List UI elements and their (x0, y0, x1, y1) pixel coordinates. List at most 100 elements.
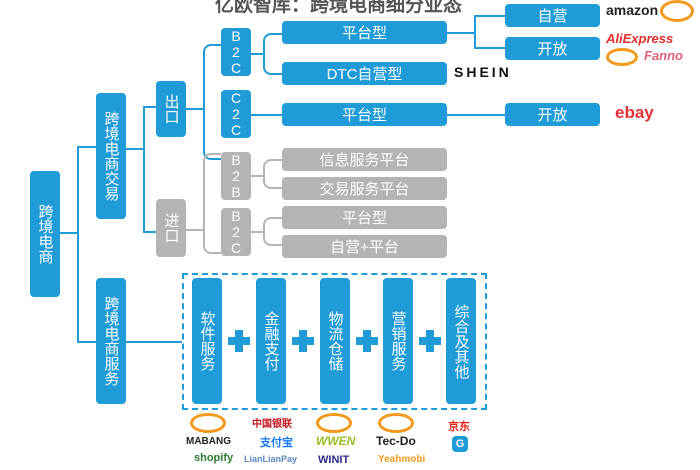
service-software: 软件服务 (192, 278, 222, 404)
leaf-import-b2c-platform: 平台型 (282, 206, 447, 229)
c2c-export-node: C2C (221, 90, 251, 138)
export-label: 出口 (162, 94, 180, 124)
alipay-logo: 支付宝 (260, 437, 293, 449)
service-label: 金融支付 (262, 311, 280, 371)
jd-logo: 京东 (448, 421, 470, 433)
leaf-label: 信息服务平台 (319, 152, 410, 169)
plus-icon (419, 330, 441, 352)
leaf-export-c2c-platform: 平台型 (282, 103, 447, 126)
brand-ring-icon (378, 413, 414, 433)
page-title: 亿欧智库：跨境电商细分业态 (215, 0, 463, 16)
sub-leaf-open-1: 开放 (505, 37, 600, 60)
export-node: 出口 (156, 81, 186, 137)
import-node: 进口 (156, 199, 186, 257)
connector (186, 229, 204, 231)
bracket (263, 217, 283, 246)
b2c-export-node: B2C (221, 28, 251, 76)
connector (447, 32, 475, 34)
connector (474, 15, 505, 17)
plus-icon (356, 330, 378, 352)
shopify-logo: shopify (194, 452, 234, 464)
service-label: 营销服务 (389, 311, 407, 371)
shein-logo: SHEIN (454, 64, 512, 80)
bracket (203, 153, 221, 254)
b2c-label: B2C (228, 28, 244, 76)
b2c-import-label: B2C (228, 208, 244, 256)
amazon-logo: amazon (606, 2, 659, 18)
brand-ring-icon (316, 413, 352, 433)
leaf-label: 交易服务平台 (319, 181, 410, 198)
service-label: 物流仓储 (326, 311, 344, 371)
b2b-export-node: B2B (221, 152, 251, 200)
g-icon: G (452, 436, 468, 452)
fanno-logo: Fanno (644, 48, 683, 63)
connector (474, 47, 505, 49)
mabang-logo: MABANG (186, 436, 231, 447)
connector (126, 341, 182, 343)
leaf-export-b2c-dtc: DTC自营型 (282, 62, 447, 85)
trade-label: 跨境电商交易 (102, 111, 120, 201)
leaf-export-b2c-platform: 平台型 (282, 21, 447, 44)
leaf-label: 自营+平台 (330, 239, 399, 256)
connector (186, 108, 204, 110)
connector (60, 232, 78, 234)
leaf-label: 平台型 (341, 25, 387, 42)
leaf-export-b2b-info: 信息服务平台 (282, 148, 447, 171)
service-label: 软件服务 (198, 311, 216, 371)
root-label: 跨境电商 (36, 204, 54, 264)
ebay-logo: ebay (615, 103, 654, 122)
service-other: 综合及其他 (446, 278, 476, 404)
connector (77, 341, 97, 343)
bracket (263, 33, 283, 75)
yeahmobi-logo: Yeahmobi (378, 454, 426, 465)
connector (251, 53, 264, 55)
sub-leaf-label: 开放 (537, 107, 568, 124)
trade-node: 跨境电商交易 (96, 93, 126, 219)
leaf-label: 平台型 (341, 210, 387, 227)
connector (143, 106, 157, 108)
tecdo-logo: Tec-Do (376, 434, 416, 448)
connector (251, 231, 264, 233)
service-logistics: 物流仓储 (320, 278, 350, 404)
service-marketing: 营销服务 (383, 278, 413, 404)
leaf-import-b2c-self: 自营+平台 (282, 235, 447, 258)
connector (126, 148, 144, 150)
service-node: 跨境电商服务 (96, 278, 126, 404)
connector (143, 231, 157, 233)
wwen-logo: WWEN (316, 434, 356, 448)
plus-icon (228, 330, 250, 352)
b2b-label: B2B (228, 152, 244, 200)
connector (143, 106, 145, 232)
sub-leaf-open-2: 开放 (505, 103, 600, 126)
brand-ring-icon (606, 48, 638, 66)
sub-leaf-label: 开放 (537, 41, 568, 58)
lianlian-logo: LianLianPay (244, 454, 298, 464)
winit-logo: WINIT (318, 454, 350, 466)
root-node: 跨境电商 (30, 171, 60, 297)
connector (77, 146, 79, 342)
connector (251, 114, 283, 116)
plus-icon (292, 330, 314, 352)
service-label: 综合及其他 (452, 303, 470, 379)
unionpay-logo: 中国银联 (252, 419, 292, 430)
import-label: 进口 (162, 213, 180, 243)
leaf-label: 平台型 (341, 107, 387, 124)
aliexpress-logo: AliExpress (606, 31, 674, 46)
b2c-import-node: B2C (221, 208, 251, 256)
bracket (203, 44, 221, 160)
bracket (263, 159, 283, 189)
leaf-export-b2b-trade: 交易服务平台 (282, 177, 447, 200)
connector (447, 114, 505, 116)
service-finance: 金融支付 (256, 278, 286, 404)
leaf-label: DTC自营型 (326, 66, 403, 83)
connector (474, 15, 476, 48)
c2c-label: C2C (228, 90, 244, 138)
connector (251, 175, 264, 177)
service-label: 跨境电商服务 (102, 296, 120, 386)
sub-leaf-label: 自营 (537, 8, 568, 25)
services-container (182, 273, 487, 410)
connector (77, 146, 97, 148)
brand-ring-icon (190, 413, 226, 433)
sub-leaf-self-run: 自营 (505, 4, 600, 27)
brand-ring-icon (660, 0, 694, 22)
